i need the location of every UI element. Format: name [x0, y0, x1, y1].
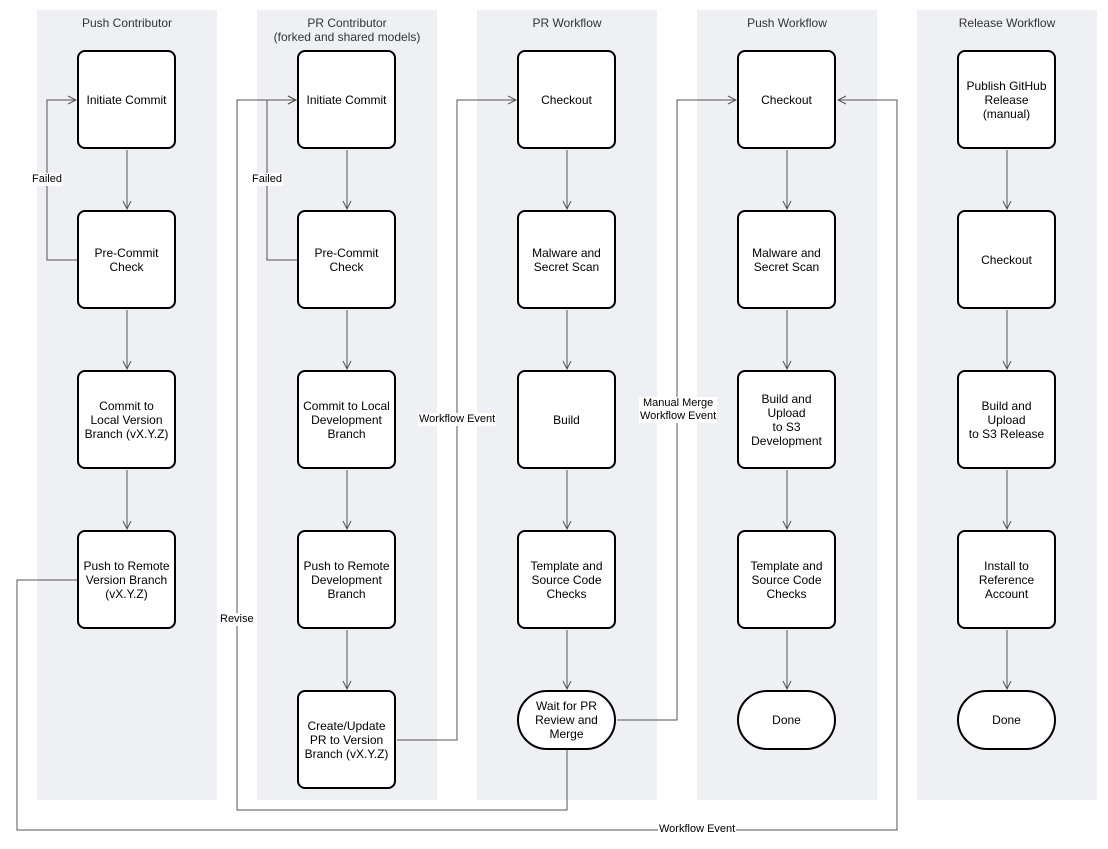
edge-push-to-pw-checkout: [16, 100, 898, 831]
node-prw-checks: Template and Source Code Checks: [517, 530, 616, 629]
edge-label-workflow-event: Workflow Event: [418, 413, 497, 426]
edge-label-failed: Failed: [31, 173, 63, 186]
node-pw-build-upload: Build and Upload to S3 Development: [737, 370, 836, 469]
node-pr-initiate-commit: Initiate Commit: [297, 50, 396, 149]
lane-title: Push Workflow: [747, 16, 827, 30]
node-pw-done: Done: [737, 690, 836, 750]
node-rw-done: Done: [957, 690, 1056, 750]
node-prw-checkout: Checkout: [517, 50, 616, 149]
lane-title: PR Workflow: [532, 16, 602, 30]
edge-label-failed: Failed: [251, 173, 283, 186]
edge-revise: [236, 100, 568, 811]
node-pr-push: Push to Remote Development Branch: [297, 530, 396, 629]
edge-label-manual-merge: Manual Merge Workflow Event: [639, 397, 718, 423]
node-pc-commit: Commit to Local Version Branch (vX.Y.Z): [77, 370, 176, 469]
node-rw-checkout: Checkout: [957, 210, 1056, 309]
node-prw-scan: Malware and Secret Scan: [517, 210, 616, 309]
node-prw-build: Build: [517, 370, 616, 469]
node-rw-build-upload: Build and Upload to S3 Release: [957, 370, 1056, 469]
node-pr-pre-commit-check: Pre-Commit Check: [297, 210, 396, 309]
node-pc-push: Push to Remote Version Branch (vX.Y.Z): [77, 530, 176, 629]
edge-label-revise: Revise: [219, 613, 255, 626]
lane-title: Push Contributor: [81, 16, 173, 30]
lane-title: PR Contributor (forked and shared models…: [273, 16, 421, 44]
node-pw-checks: Template and Source Code Checks: [737, 530, 836, 629]
node-prw-wait: Wait for PR Review and Merge: [517, 690, 616, 750]
node-pw-checkout: Checkout: [737, 50, 836, 149]
node-rw-publish: Publish GitHub Release (manual): [957, 50, 1056, 149]
node-rw-install: Install to Reference Account: [957, 530, 1056, 629]
node-pr-create-update: Create/Update PR to Version Branch (vX.Y…: [297, 690, 396, 789]
node-pr-commit: Commit to Local Development Branch: [297, 370, 396, 469]
node-pc-initiate-commit: Initiate Commit: [77, 50, 176, 149]
edge-label-workflow-event-bottom: Workflow Event: [658, 823, 737, 836]
node-pw-scan: Malware and Secret Scan: [737, 210, 836, 309]
node-pc-pre-commit-check: Pre-Commit Check: [77, 210, 176, 309]
lane-title: Release Workflow: [958, 16, 1056, 30]
